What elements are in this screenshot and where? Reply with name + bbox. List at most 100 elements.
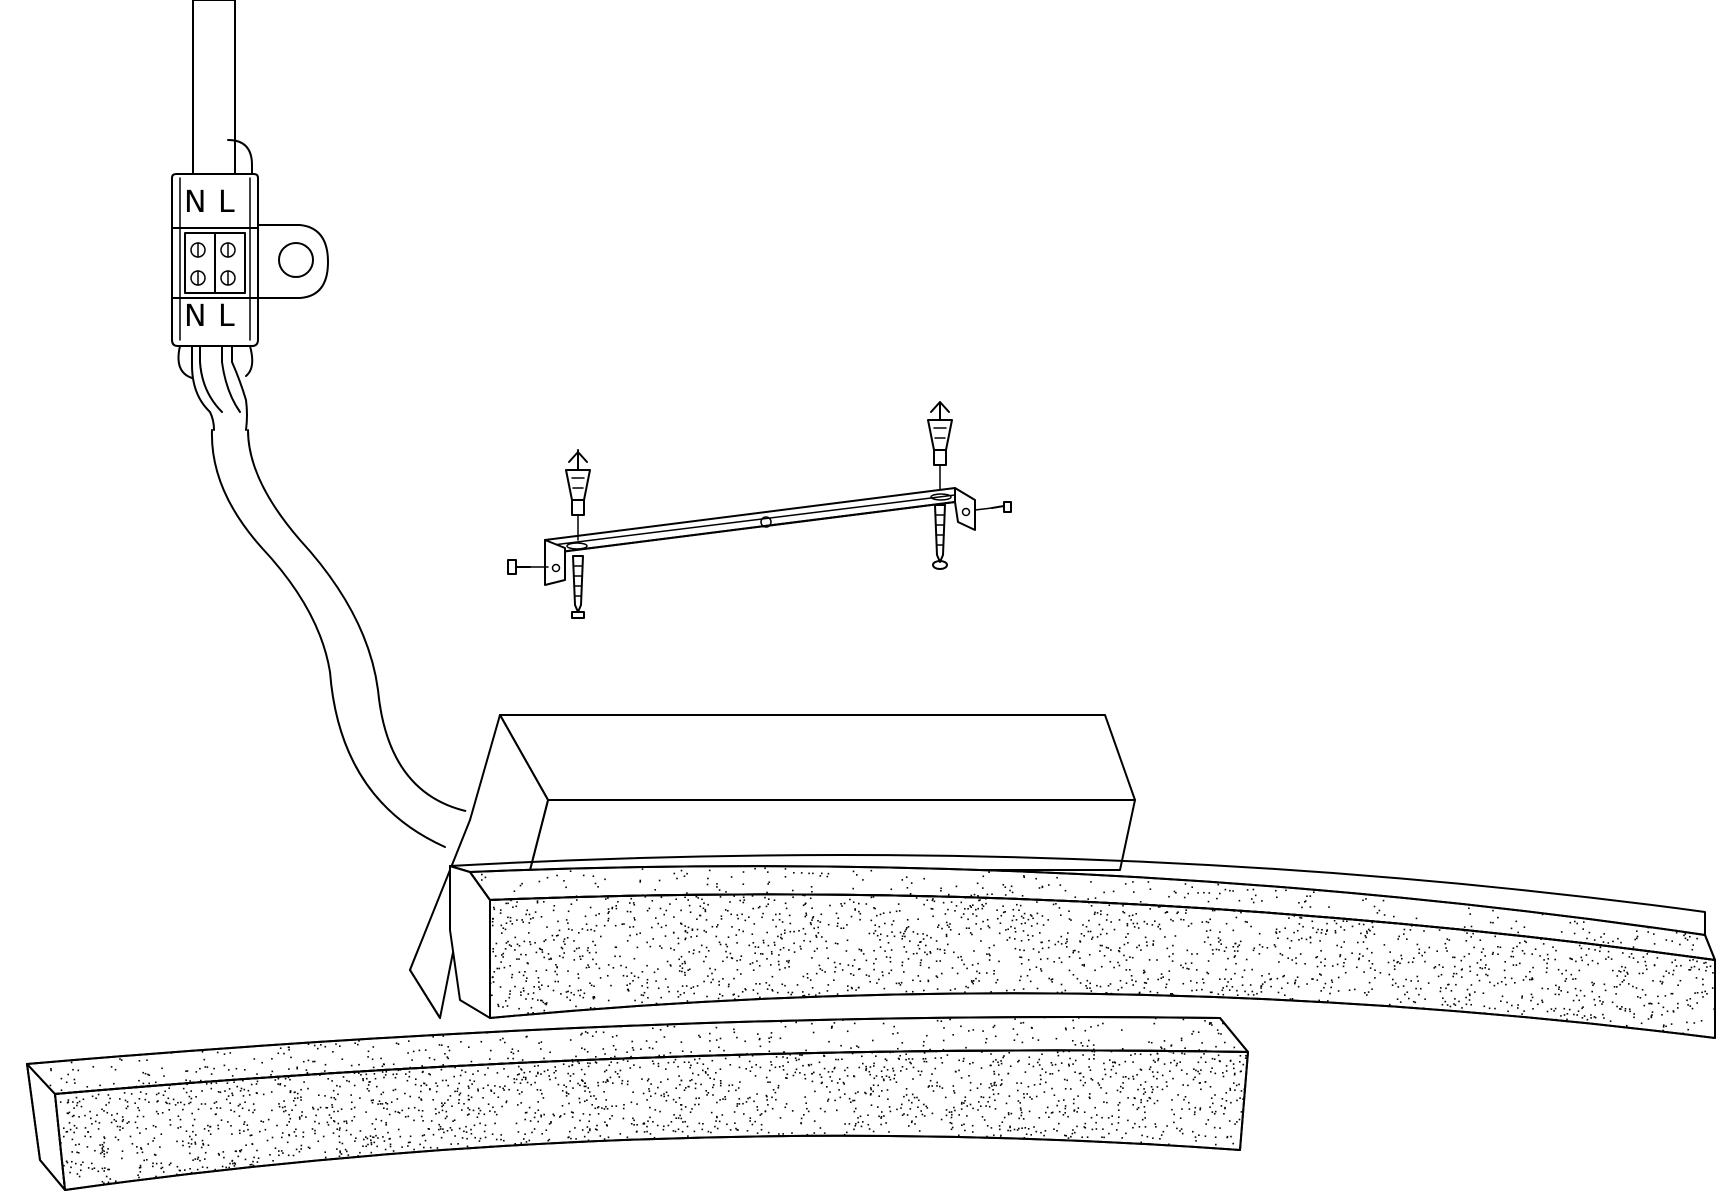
texture-dot (538, 1042, 540, 1044)
texture-dot (1522, 868, 1525, 870)
texture-dot (508, 944, 511, 946)
texture-dot (1333, 919, 1336, 922)
texture-dot (784, 984, 786, 987)
texture-dot (1360, 932, 1362, 935)
texture-dot (32, 1021, 34, 1023)
texture-dot (1644, 994, 1647, 996)
texture-dot (680, 955, 683, 958)
texture-dot (1319, 973, 1321, 975)
texture-dot (1716, 895, 1718, 897)
texture-dot (1496, 894, 1498, 896)
texture-dot (1443, 879, 1445, 881)
texture-dot (1122, 910, 1124, 913)
texture-dot (1029, 1010, 1031, 1012)
texture-dot (1616, 975, 1619, 977)
texture-dot (534, 911, 537, 913)
texture-dot (1709, 910, 1712, 913)
texture-dot (725, 891, 727, 893)
texture-dot (50, 1038, 53, 1041)
texture-dot (768, 898, 770, 900)
texture-dot (1072, 951, 1074, 954)
texture-dot (1561, 972, 1563, 975)
texture-dot (1268, 973, 1270, 975)
texture-dot (1424, 951, 1426, 954)
texture-dot (1686, 999, 1688, 1002)
texture-dot (841, 969, 844, 971)
texture-dot (570, 903, 573, 905)
texture-dot (1583, 1015, 1586, 1017)
texture-dot (1586, 854, 1588, 856)
texture-dot (1588, 931, 1591, 934)
texture-dot (1010, 925, 1012, 928)
texture-dot (654, 889, 656, 891)
texture-dot (607, 919, 609, 922)
texture-dot (1279, 952, 1282, 955)
texture-dot (587, 964, 589, 966)
texture-dot (639, 879, 642, 882)
texture-dot (770, 1032, 773, 1034)
texture-dot (852, 1009, 855, 1012)
texture-dot (788, 949, 790, 951)
texture-dot (1250, 1019, 1253, 1022)
texture-dot (1234, 876, 1236, 878)
texture-dot (998, 1014, 1001, 1017)
texture-dot (31, 1022, 33, 1024)
texture-dot (791, 991, 794, 994)
texture-dot (1294, 1020, 1297, 1023)
texture-dot (727, 985, 730, 988)
texture-dot (1502, 885, 1504, 887)
texture-dot (1237, 1025, 1239, 1027)
texture-dot (490, 1049, 492, 1052)
texture-dot (945, 933, 948, 936)
texture-dot (1270, 978, 1272, 980)
texture-dot (1663, 894, 1666, 895)
texture-dot (728, 1009, 730, 1011)
texture-dot (1411, 925, 1413, 927)
texture-dot (1641, 866, 1644, 868)
texture-dot (543, 901, 545, 903)
texture-dot (736, 969, 739, 971)
texture-dot (1176, 875, 1179, 877)
texture-dot (778, 918, 781, 921)
texture-dot (1438, 929, 1441, 931)
texture-dot (1202, 978, 1204, 980)
texture-dot (1299, 1037, 1301, 1038)
texture-dot (607, 975, 609, 977)
texture-dot (1114, 995, 1117, 997)
texture-dot (1217, 1006, 1219, 1008)
texture-dot (1511, 950, 1514, 953)
texture-dot (942, 1039, 945, 1042)
texture-dot (876, 982, 878, 984)
texture-dot (780, 933, 783, 936)
texture-dot (660, 896, 663, 899)
texture-dot (968, 927, 970, 929)
texture-dot (1343, 962, 1345, 964)
texture-dot (1261, 1004, 1263, 1006)
texture-dot (1629, 1010, 1631, 1013)
texture-dot (1628, 983, 1630, 985)
texture-dot (545, 1016, 547, 1019)
texture-dot (998, 960, 1000, 963)
texture-dot (988, 953, 990, 955)
texture-dot (106, 1017, 108, 1019)
texture-dot (766, 891, 768, 894)
texture-dot (1573, 932, 1576, 935)
texture-dot (882, 1022, 885, 1025)
texture-dot (1668, 972, 1670, 974)
texture-dot (1277, 937, 1279, 939)
texture-dot (1002, 911, 1005, 914)
texture-dot (1706, 903, 1708, 906)
texture-dot (940, 1020, 943, 1022)
texture-dot (1316, 956, 1319, 958)
texture-dot (1246, 921, 1248, 923)
texture-dot (975, 915, 978, 917)
texture-dot (1367, 1035, 1370, 1038)
texture-dot (497, 1003, 499, 1006)
texture-dot (1238, 873, 1240, 875)
texture-dot (542, 1018, 545, 1021)
texture-dot (1593, 939, 1596, 941)
texture-dot (1632, 883, 1634, 885)
texture-dot (1366, 994, 1368, 996)
texture-dot (651, 900, 654, 902)
texture-dot (1418, 952, 1420, 954)
